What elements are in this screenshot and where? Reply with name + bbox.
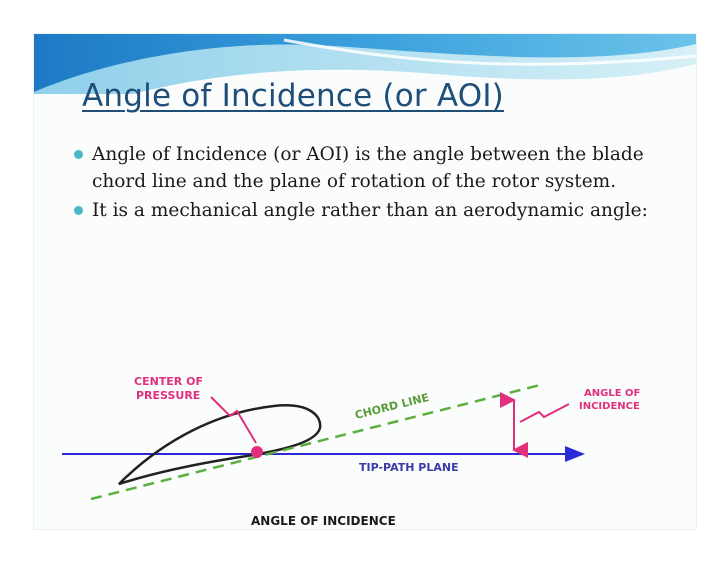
center-of-pressure-label-line2: PRESSURE — [136, 389, 200, 402]
header-dark-wave — [34, 34, 696, 92]
header-wave-band — [34, 34, 696, 129]
bullet-text: It is a mechanical angle rather than an … — [92, 200, 648, 221]
bullet-text: Angle of Incidence (or AOI) is the angle… — [92, 144, 644, 192]
header-white-curve — [34, 64, 696, 129]
slide-title: Angle of Incidence (or AOI) — [82, 78, 504, 114]
angle-of-incidence-diagram: CENTER OF PRESSURE CHORD LINE ANGLE OF I… — [62, 375, 640, 528]
bullet-dot-icon — [74, 150, 83, 159]
center-of-pressure-dot — [251, 446, 263, 458]
center-of-pressure-label-line1: CENTER OF — [134, 375, 203, 388]
angle-of-incidence-label-line2: INCIDENCE — [579, 401, 640, 412]
tip-path-plane-label: TIP-PATH PLANE — [359, 461, 459, 474]
bullet-dot-icon — [74, 206, 83, 215]
airfoil-outline — [118, 404, 322, 486]
diagram-caption: ANGLE OF INCIDENCE — [251, 514, 396, 528]
chord-line-label: CHORD LINE — [354, 391, 431, 422]
angle-of-incidence-label-line1: ANGLE OF — [584, 388, 640, 399]
chord-line — [90, 382, 545, 501]
bullet-item: Angle of Incidence (or AOI) is the angle… — [74, 141, 674, 195]
angle-label-pointer — [519, 403, 570, 423]
center-of-pressure-pointer — [210, 396, 257, 444]
slide: Angle of Incidence (or AOI) Angle of Inc… — [33, 33, 697, 530]
bullet-item: It is a mechanical angle rather than an … — [74, 197, 674, 224]
bullet-list: Angle of Incidence (or AOI) is the angle… — [74, 141, 674, 226]
header-highlight-stroke — [283, 38, 696, 66]
